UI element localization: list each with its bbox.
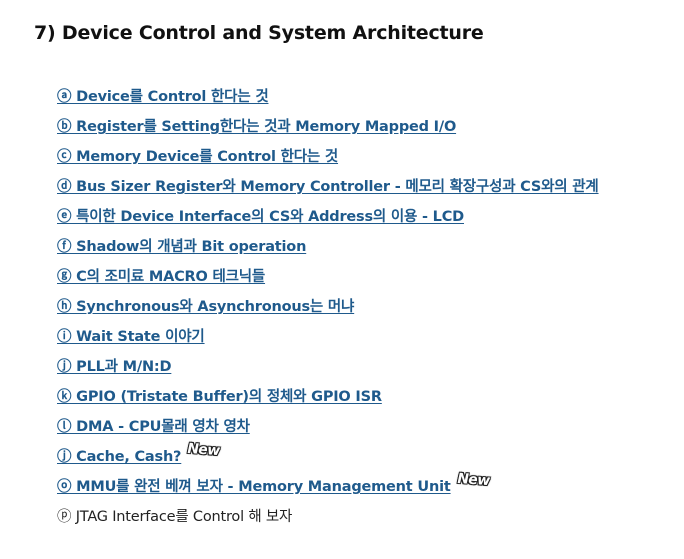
toc-item-p: ⓟ JTAG Interface를 Control 해 보자 [57, 506, 599, 536]
toc-link-mmu[interactable]: ⓞ MMU를 완전 베껴 보자 - Memory Management Unit [57, 479, 451, 495]
toc-link-memory-device[interactable]: ⓒ Memory Device를 Control 한다는 것 [57, 149, 339, 165]
new-badge: New [185, 440, 222, 460]
toc-item-j: ⓙ PLL과 M/N:D [57, 356, 599, 386]
toc-link-cache[interactable]: ⓙ Cache, Cash? [57, 449, 182, 465]
toc-link-device-interface-lcd[interactable]: ⓔ 특이한 Device Interface의 CS와 Address의 이용 … [57, 209, 464, 225]
table-of-contents: ⓐ Device를 Control 한다는 것 ⓑ Register를 Sett… [57, 86, 599, 536]
toc-item-d: ⓓ Bus Sizer Register와 Memory Controller … [57, 176, 599, 206]
toc-item-a: ⓐ Device를 Control 한다는 것 [57, 86, 599, 116]
toc-link-pll[interactable]: ⓙ PLL과 M/N:D [57, 359, 172, 375]
new-badge: New [455, 470, 491, 490]
toc-link-gpio[interactable]: ⓚ GPIO (Tristate Buffer)의 정체와 GPIO ISR [57, 389, 382, 405]
toc-link-shadow-bit-operation[interactable]: ⓕ Shadow의 개념과 Bit operation [57, 239, 307, 255]
toc-item-b: ⓑ Register를 Setting한다는 것과 Memory Mapped … [57, 116, 599, 146]
toc-text-jtag: ⓟ JTAG Interface를 Control 해 보자 [57, 509, 293, 525]
toc-item-g: ⓖ C의 조미료 MACRO 테크닉들 [57, 266, 599, 296]
toc-item-l: ⓛ DMA - CPU몰래 영차 영차 [57, 416, 599, 446]
toc-item-f: ⓕ Shadow의 개념과 Bit operation [57, 236, 599, 266]
toc-link-device-control[interactable]: ⓐ Device를 Control 한다는 것 [57, 89, 269, 105]
toc-link-wait-state[interactable]: ⓘ Wait State 이야기 [57, 329, 205, 345]
toc-link-register-setting[interactable]: ⓑ Register를 Setting한다는 것과 Memory Mapped … [57, 119, 457, 135]
toc-item-o: ⓞ MMU를 완전 베껴 보자 - Memory Management Unit… [57, 471, 599, 506]
toc-item-i: ⓘ Wait State 이야기 [57, 326, 599, 356]
toc-link-bus-sizer[interactable]: ⓓ Bus Sizer Register와 Memory Controller … [57, 179, 599, 195]
toc-item-e: ⓔ 특이한 Device Interface의 CS와 Address의 이용 … [57, 206, 599, 236]
toc-link-c-macro[interactable]: ⓖ C의 조미료 MACRO 테크닉들 [57, 269, 266, 285]
section-heading: 7) Device Control and System Architectur… [34, 22, 484, 44]
toc-item-h: ⓗ Synchronous와 Asynchronous는 머냐 [57, 296, 599, 326]
toc-link-dma[interactable]: ⓛ DMA - CPU몰래 영차 영차 [57, 419, 250, 435]
toc-item-c: ⓒ Memory Device를 Control 한다는 것 [57, 146, 599, 176]
toc-link-synchronous[interactable]: ⓗ Synchronous와 Asynchronous는 머냐 [57, 299, 355, 315]
toc-item-cache: ⓙ Cache, Cash?New [57, 441, 599, 476]
toc-item-k: ⓚ GPIO (Tristate Buffer)의 정체와 GPIO ISR [57, 386, 599, 416]
